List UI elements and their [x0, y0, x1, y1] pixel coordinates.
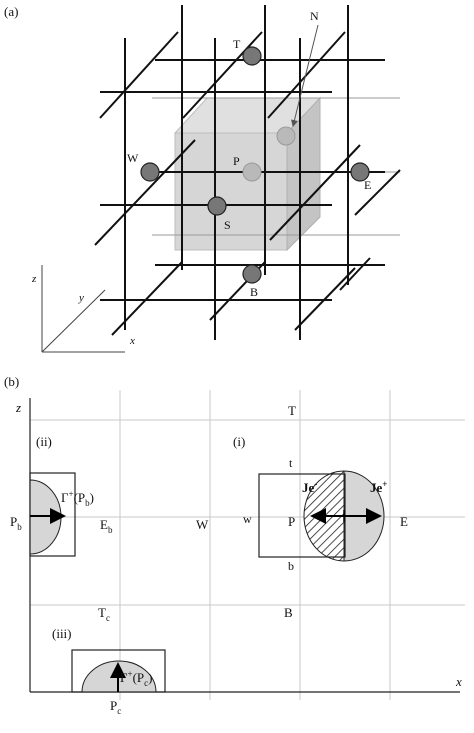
grid-lattice	[94, 5, 401, 340]
axes-a	[41, 265, 125, 353]
node-T	[242, 46, 262, 66]
node-P	[242, 162, 262, 182]
case-ii-label: (ii)	[36, 434, 52, 449]
axis-x-a: x	[129, 335, 135, 347]
je-minus-label: Je-	[302, 479, 317, 495]
panel-b: (b) z x (i) T t w P	[4, 374, 465, 716]
node-B	[242, 264, 262, 284]
case-ii	[29, 472, 76, 557]
lattice-nodes	[140, 46, 370, 284]
axis-y-a: y	[78, 292, 84, 304]
node-Tc: Tc	[98, 605, 110, 623]
label-W: W	[127, 151, 139, 165]
label-B: B	[250, 285, 258, 299]
label-T: T	[233, 37, 241, 51]
control-volume-cube	[173, 96, 322, 252]
node-N	[276, 126, 296, 146]
face-b: b	[288, 559, 294, 573]
axis-z-a: z	[31, 273, 37, 285]
label-S: S	[224, 218, 231, 232]
axis-z-b: z	[15, 400, 21, 415]
node-B-b: B	[284, 605, 293, 620]
case-i-label: (i)	[233, 434, 245, 449]
control-volume-ii	[29, 472, 76, 557]
case-iii	[71, 649, 166, 693]
label-E: E	[364, 178, 371, 192]
gamma-b-label: Γ+(Pb)	[61, 489, 94, 508]
node-Eb: Eb	[100, 517, 113, 535]
node-Pc: Pc	[110, 698, 121, 716]
je-plus-label: Je+	[370, 479, 387, 495]
case-i	[258, 470, 385, 562]
node-E	[350, 162, 370, 182]
label-N: N	[310, 9, 319, 23]
panel-a: (a)	[4, 4, 401, 353]
panel-a-label: (a)	[4, 4, 18, 19]
node-W	[140, 162, 160, 182]
axis-x-b: x	[455, 674, 462, 689]
face-t: t	[289, 456, 293, 470]
node-W-b: W	[196, 517, 209, 532]
node-E-b: E	[400, 514, 408, 529]
node-P-b: P	[288, 514, 295, 529]
node-Pb: Pb	[10, 514, 22, 532]
face-w: w	[243, 512, 252, 526]
node-S	[207, 196, 227, 216]
case-iii-label: (iii)	[52, 626, 72, 641]
panel-b-label: (b)	[4, 374, 19, 389]
label-P: P	[233, 154, 240, 168]
n-pointer-arrow	[291, 24, 319, 127]
gamma-c-label: Γ+(Pc)	[120, 669, 153, 688]
grid-b	[30, 390, 465, 700]
node-T-b: T	[288, 403, 296, 418]
